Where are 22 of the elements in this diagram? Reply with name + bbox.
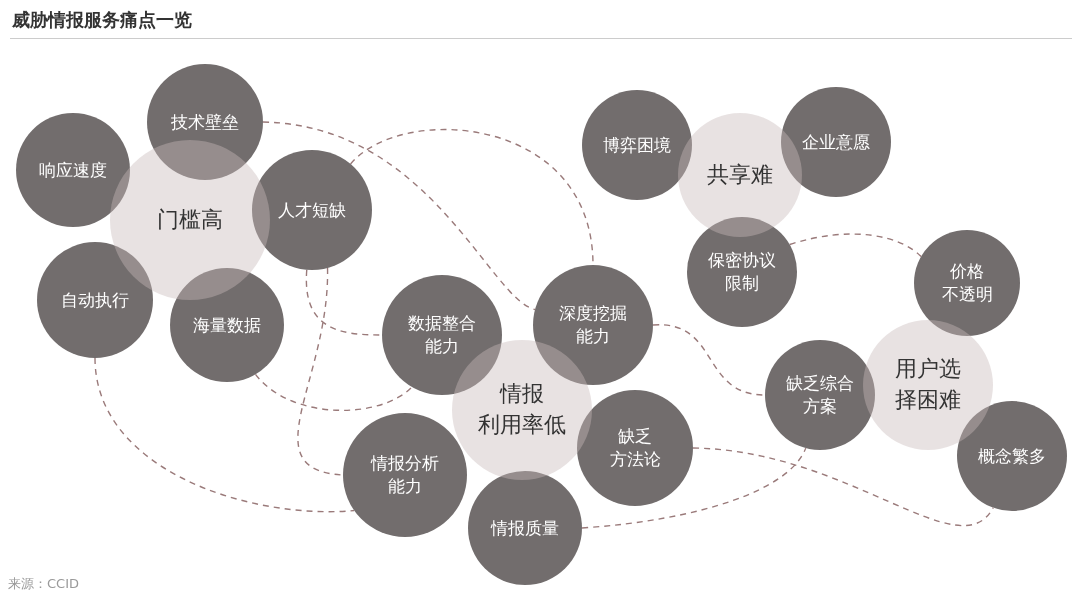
issue-circle: 海量数据	[170, 268, 284, 382]
dashed-connector	[254, 373, 413, 411]
issue-circle: 缺乏综合方案	[765, 340, 875, 450]
issue-circle: 深度挖掘能力	[533, 265, 653, 385]
issue-circle: 博弈困境	[582, 90, 692, 200]
dashed-connector	[692, 447, 994, 526]
issue-circle: 自动执行	[37, 242, 153, 358]
issue-circle: 人才短缺	[252, 150, 372, 270]
issue-circle: 价格不透明	[914, 230, 1020, 336]
issue-circle: 情报质量	[468, 471, 582, 585]
issue-circle: 情报分析能力	[343, 413, 467, 537]
title: 威胁情报服务痛点一览	[12, 8, 192, 32]
issue-circle: 保密协议限制	[687, 217, 797, 327]
dashed-connector	[788, 233, 922, 258]
dashed-connector	[581, 447, 807, 529]
issue-circle: 响应速度	[16, 113, 130, 227]
source-note: 来源：CCID	[8, 575, 79, 593]
issue-circle: 企业意愿	[781, 87, 891, 197]
dashed-connector	[94, 357, 355, 513]
dashed-connector	[262, 121, 536, 311]
issue-circle: 缺乏方法论	[577, 390, 693, 506]
issue-circle: 技术壁垒	[147, 64, 263, 180]
